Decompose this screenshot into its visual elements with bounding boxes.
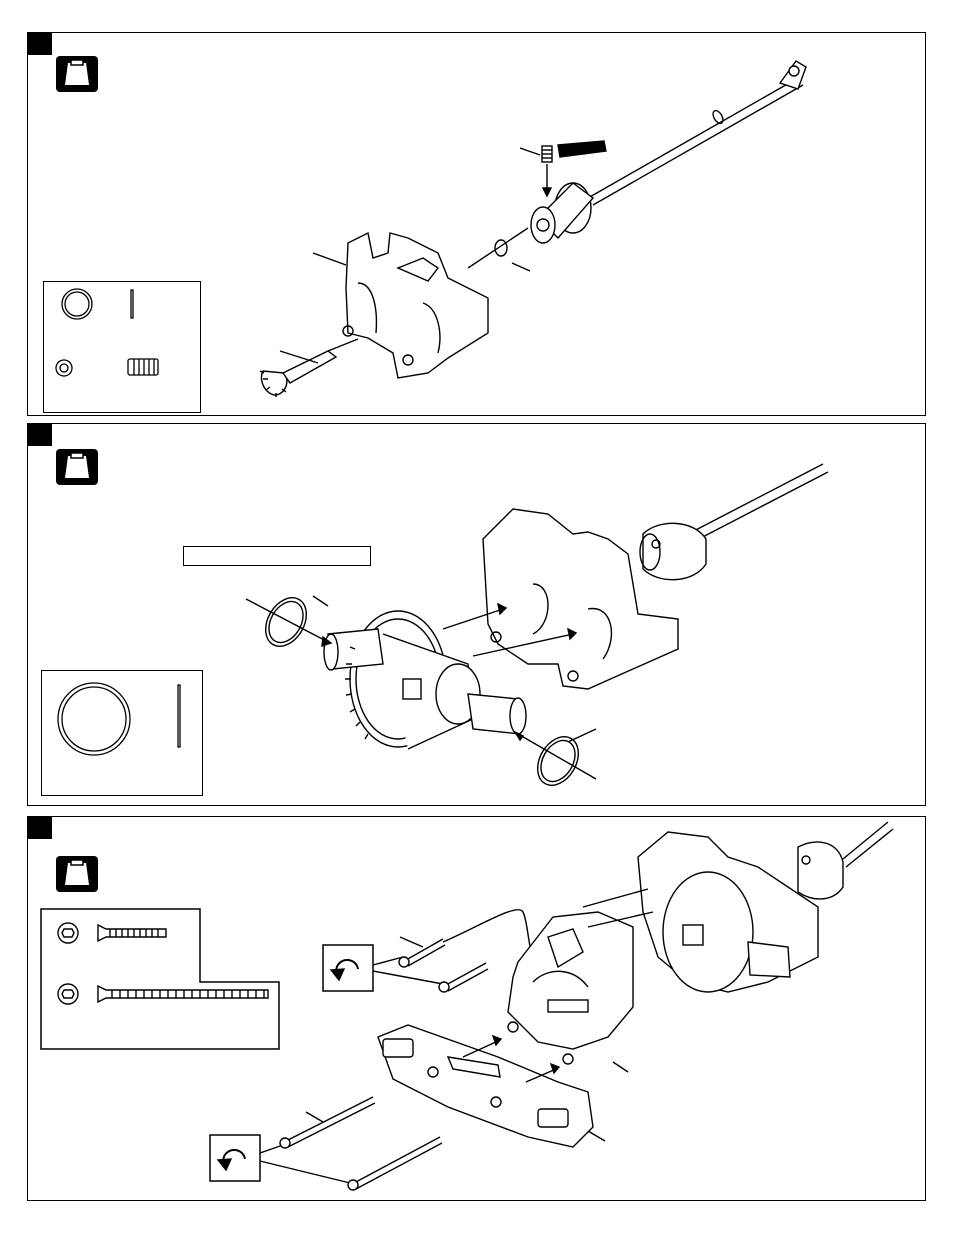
- set-screw-icon: [128, 359, 158, 375]
- hardware-box: [43, 281, 201, 413]
- step-1-panel: [27, 32, 926, 416]
- washer-icon: [56, 360, 72, 376]
- washer-icon: [58, 923, 78, 943]
- flat-head-screw-long-icon: [98, 986, 268, 1002]
- o-ring-icon: [62, 289, 92, 319]
- step-3-panel: [27, 816, 926, 1201]
- o-ring-icon: [58, 683, 130, 755]
- hardware-box: [41, 909, 279, 1049]
- rotate-clockwise-icon: [210, 1135, 260, 1181]
- hardware-box: [41, 670, 203, 796]
- front-bulkhead-assembly-illustration: [28, 817, 926, 1201]
- o-ring-profile-icon: [131, 290, 133, 318]
- step-2-panel: [27, 423, 926, 806]
- rotate-clockwise-icon: [323, 945, 373, 991]
- washer-icon: [58, 984, 78, 1004]
- o-ring-profile-icon: [178, 685, 180, 747]
- flat-head-screw-short-icon: [98, 925, 166, 941]
